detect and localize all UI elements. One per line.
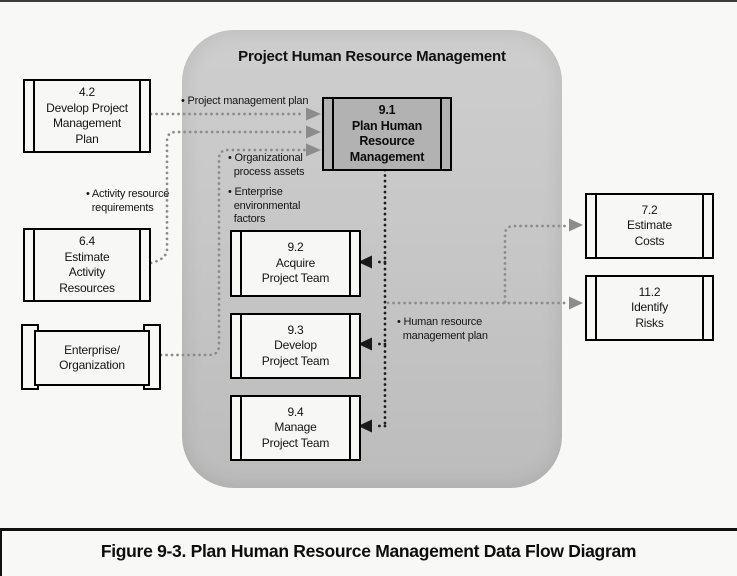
arrowhead-into-11-2 [569,296,583,310]
process-box-11-2-label: 11.2 Identify Risks [630,284,669,330]
label-organizational-process-assets: • Organizational process assets [228,152,305,178]
label-project-management-plan: • Project management plan [181,95,309,107]
process-box-9-2: 9.2 Acquire Project Team [230,230,361,297]
figure-caption: Figure 9-3. Plan Human Resource Manageme… [100,541,637,561]
label-enterprise-environmental-factors: • Enterprise environmental factors [228,186,301,225]
process-box-11-2: 11.2 Identify Risks [585,275,714,341]
process-box-9-1-label: 9.1 Plan Human Resource Management [349,103,425,164]
process-box-9-1: 9.1 Plan Human Resource Management [322,97,452,171]
process-box-9-4-label: 9.4 Manage Project Team [261,404,330,450]
process-box-9-3: 9.3 Develop Project Team [230,313,361,379]
arrowhead-into-7-2 [569,218,583,232]
enterprise-entity-label: Enterprise/ Organization [59,342,125,373]
caption-rule [0,528,737,531]
label-activity-resource-requirements: • Activity resource requirements [86,188,170,214]
process-box-6-4-label: 6.4 Estimate Activity Resources [59,234,115,295]
process-box-6-4: 6.4 Estimate Activity Resources [23,228,151,302]
external-entity-enterprise-organization: Enterprise/ Organization [34,330,150,386]
top-edge-line [0,0,737,2]
process-box-9-4: 9.4 Manage Project Team [230,395,361,461]
process-box-4-2-label: 4.2 Develop Project Management Plan [46,85,128,146]
process-box-4-2: 4.2 Develop Project Management Plan [23,79,151,153]
process-box-7-2-label: 7.2 Estimate Costs [626,202,673,248]
caption-left-tick [0,528,2,576]
phrm-container-title: Project Human Resource Management [238,48,506,65]
label-human-resource-management-plan: • Human resource management plan [397,316,488,342]
process-box-9-3-label: 9.3 Develop Project Team [261,322,330,368]
process-box-7-2: 7.2 Estimate Costs [585,193,714,259]
process-box-9-2-label: 9.2 Acquire Project Team [261,240,330,286]
